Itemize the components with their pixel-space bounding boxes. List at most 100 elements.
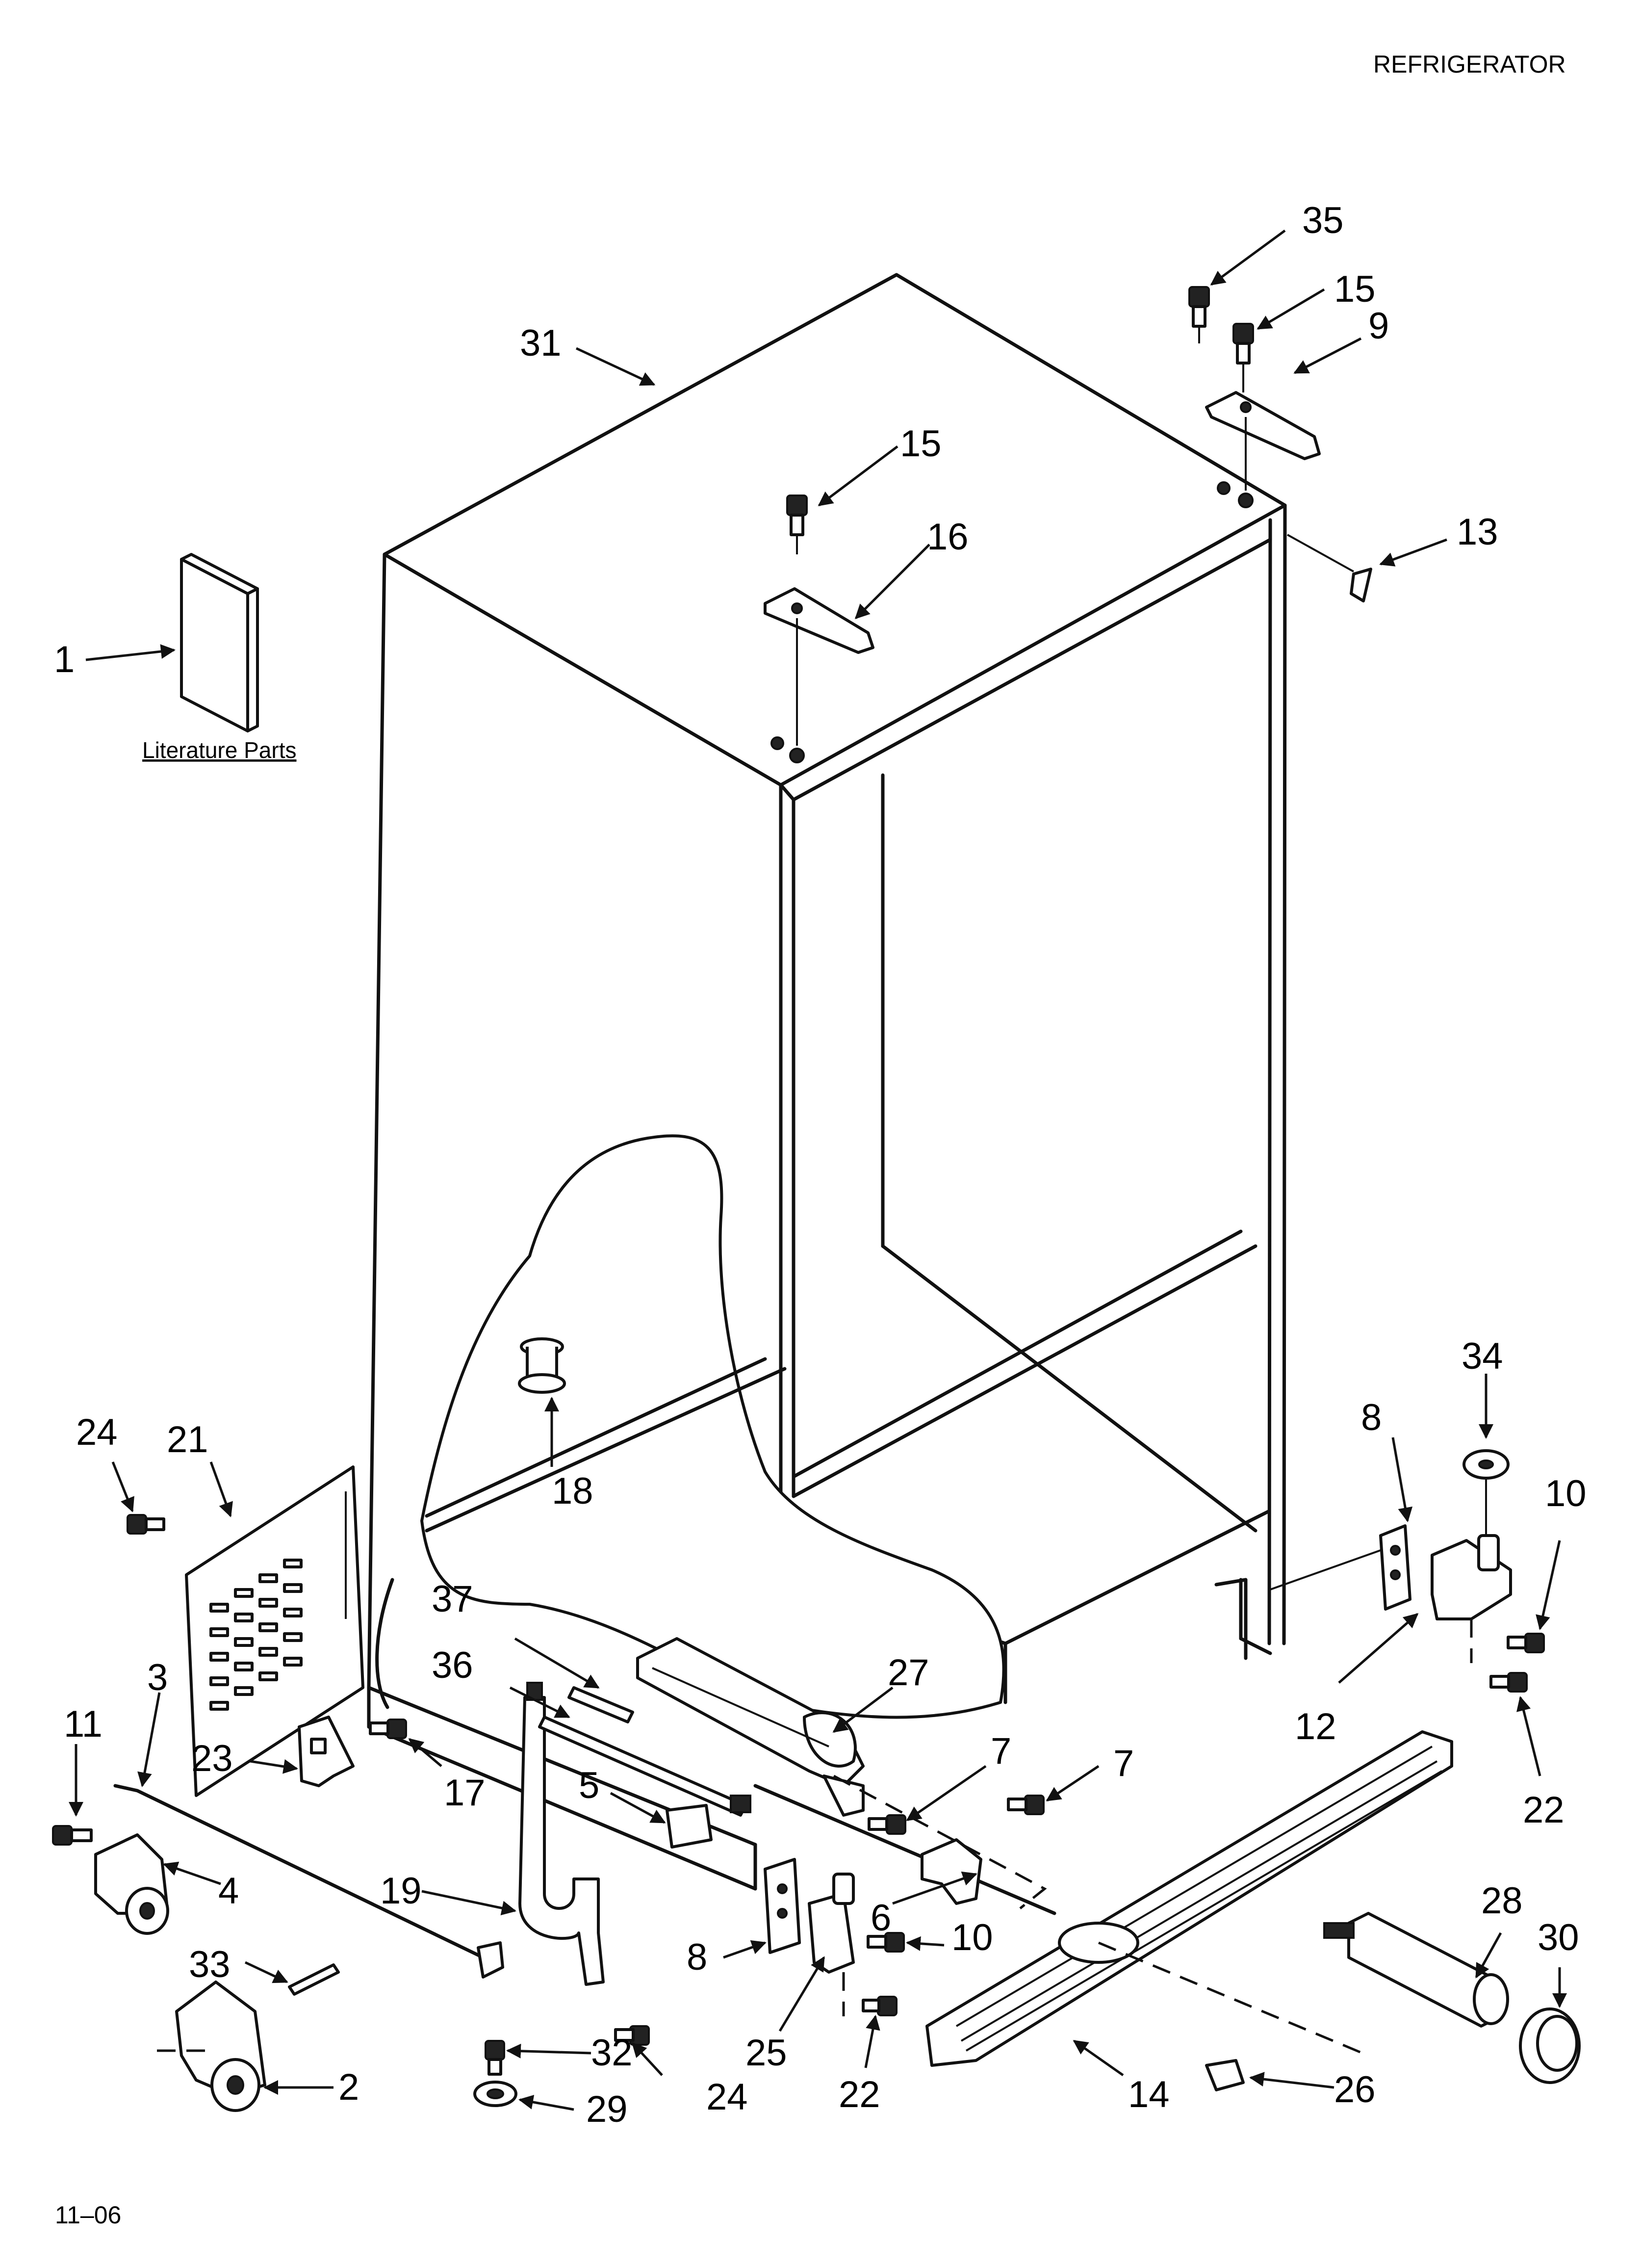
cabinet-top-hole-right-2	[1217, 481, 1231, 495]
hinge-plate-8-left-hole-1	[777, 1883, 788, 1894]
callout-24-lower: 24	[706, 2076, 748, 2118]
drain-tube-19	[518, 1696, 605, 1986]
screw-7-right-icon	[1007, 1795, 1045, 1815]
callout-7-left: 7	[991, 1730, 1011, 1772]
callout-14: 14	[1128, 2074, 1170, 2115]
callout-9: 9	[1368, 305, 1389, 347]
callout-16: 16	[927, 516, 969, 558]
clip-6	[921, 1838, 982, 1905]
leader-arrows	[69, 229, 1567, 2111]
callout-27: 27	[888, 1652, 929, 1694]
screw-15-right-icon	[1232, 323, 1254, 392]
cabinet-top-hole-center-2	[770, 736, 784, 750]
hinge-plate-8-right	[1379, 1524, 1411, 1611]
vented-panel-21	[185, 1465, 364, 1797]
hinge-plate-8-left-hole-2	[777, 1908, 788, 1919]
callout-36: 36	[432, 1644, 473, 1686]
cabinet-top-hole-right	[1238, 493, 1254, 508]
plug-13	[1350, 568, 1372, 602]
screw-10-right-icon	[1507, 1633, 1545, 1653]
callout-37: 37	[432, 1578, 473, 1620]
callout-11: 11	[64, 1703, 103, 1745]
callout-33: 33	[189, 1944, 231, 1985]
callout-22-right: 22	[1523, 1789, 1565, 1831]
pin-33	[288, 1963, 340, 1996]
filter-cap-30-icon	[1519, 2007, 1581, 2084]
block-5	[666, 1804, 713, 1849]
callout-2: 2	[338, 2066, 359, 2108]
callout-24-upper: 24	[76, 1411, 118, 1453]
cutaway-view	[420, 1134, 1005, 1719]
screw-11-icon	[52, 1825, 93, 1846]
hinge-25-icon	[808, 1873, 855, 2016]
roller-2-icon	[157, 1981, 266, 2112]
callout-8-left: 8	[687, 1936, 707, 1978]
cutaway-interior-lines	[375, 1357, 787, 1709]
hinge-plate-9-hole	[1240, 401, 1252, 413]
callout-17: 17	[444, 1772, 486, 1814]
callout-18: 18	[552, 1470, 593, 1512]
clip-26	[1205, 2059, 1245, 2091]
callout-32: 32	[591, 2032, 633, 2074]
roller-4-icon	[94, 1833, 169, 1935]
rod-3	[113, 1784, 485, 1959]
callout-8-right: 8	[1361, 1397, 1382, 1438]
hinge-plate-9	[1205, 391, 1321, 460]
callout-28: 28	[1481, 1880, 1523, 1922]
screw-10-lower-icon	[867, 1932, 905, 1953]
callout-4: 4	[218, 1870, 239, 1912]
hinge-plate-8-right-hole-2	[1390, 1569, 1401, 1580]
screw-22-lower-icon	[862, 1996, 898, 2016]
screw-17-icon	[369, 1719, 407, 1739]
hinge-12-icon	[1431, 1534, 1512, 1663]
grommet-18-icon	[518, 1337, 566, 1394]
callout-34: 34	[1462, 1335, 1503, 1377]
water-valve-27-icon	[636, 1637, 865, 1817]
callout-13: 13	[1457, 511, 1498, 553]
screw-15-center-icon	[786, 495, 808, 554]
callout-12: 12	[1295, 1706, 1336, 1747]
water-filter-28-icon	[1323, 1912, 1509, 2028]
rod-3-end	[477, 1941, 504, 1979]
hinge-plate-16	[764, 587, 874, 654]
tube-37	[567, 1686, 634, 1723]
callout-6: 6	[871, 1897, 891, 1939]
callout-30: 30	[1538, 1917, 1579, 1958]
callout-23: 23	[191, 1738, 233, 1779]
callout-7-right: 7	[1113, 1743, 1134, 1784]
callout-15-center: 15	[900, 423, 942, 465]
tube-36-end	[730, 1795, 751, 1813]
screw-7-left-icon	[868, 1814, 906, 1835]
callout-1: 1	[54, 639, 75, 680]
callout-21: 21	[167, 1419, 208, 1460]
callout-25: 25	[745, 2032, 787, 2074]
toe-grille-14	[925, 1730, 1453, 2067]
screw-32-icon	[485, 2040, 505, 2076]
hinge-plate-8-right-hole-1	[1390, 1545, 1401, 1556]
callout-19: 19	[380, 1870, 422, 1912]
cabinet-top-hole-center	[789, 748, 805, 763]
leveler-29-icon	[473, 2081, 517, 2107]
page-title: REFRIGERATOR	[1373, 51, 1566, 78]
literature-book-icon	[180, 553, 259, 732]
date-code: 11–06	[55, 2201, 121, 2229]
screw-24-left-icon	[127, 1514, 165, 1535]
screw-35-icon	[1188, 286, 1210, 343]
literature-parts-label: Literature Parts	[142, 737, 296, 763]
hinge-plate-16-hole	[791, 602, 803, 614]
callout-26: 26	[1334, 2069, 1376, 2111]
callout-15-right: 15	[1334, 268, 1376, 310]
callout-35: 35	[1302, 200, 1344, 241]
screw-22-right-icon	[1489, 1672, 1528, 1693]
callout-22-lower: 22	[839, 2074, 880, 2115]
hinge-plate-8-left	[764, 1858, 801, 1954]
callout-31: 31	[520, 322, 562, 364]
callout-labels: 31 35 15 9 15 16 13 1 18 21 24 8 34 10 1…	[54, 200, 1587, 2130]
callout-3: 3	[147, 1657, 168, 1698]
callout-10-lower: 10	[951, 1917, 993, 1958]
callout-5: 5	[579, 1765, 599, 1806]
callout-10-right: 10	[1545, 1473, 1587, 1514]
bracket-23-slot	[310, 1738, 327, 1754]
tube-36	[538, 1716, 747, 1817]
